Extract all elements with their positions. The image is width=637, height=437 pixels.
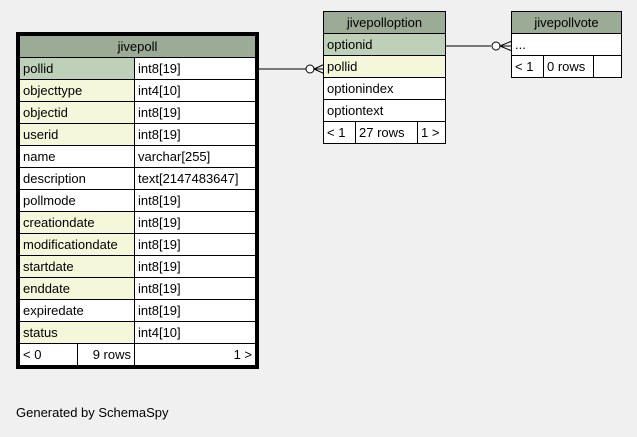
column-type: int8[19]: [134, 101, 256, 124]
column-type: int8[19]: [134, 277, 256, 300]
column-type: int4[10]: [134, 321, 256, 344]
table-title[interactable]: jivepollvote: [511, 11, 622, 34]
column-type: int8[19]: [134, 255, 256, 278]
column-name: objectid: [19, 101, 135, 124]
row-count: 27 rows: [355, 121, 418, 144]
column-type: text[2147483647]: [134, 167, 256, 190]
row-count: 0 rows: [543, 55, 594, 78]
column-name: expiredate: [19, 299, 135, 322]
column-name: description: [19, 167, 135, 190]
column-name: enddate: [19, 277, 135, 300]
column-name: optiontext: [323, 99, 446, 122]
column-name: optionid: [323, 33, 446, 56]
row-count: 9 rows: [77, 343, 135, 366]
column-row[interactable]: pollid: [323, 55, 446, 78]
link-cardinality-circle: [491, 41, 501, 51]
column-type: int8[19]: [134, 211, 256, 234]
children-count: 1 >: [134, 343, 256, 366]
table-jivepollvote[interactable]: jivepollvote ... < 1 0 rows: [511, 11, 622, 78]
column-name: modificationdate: [19, 233, 135, 256]
column-type: int8[19]: [134, 123, 256, 146]
column-name: creationdate: [19, 211, 135, 234]
parents-count: < 1: [323, 121, 356, 144]
column-row[interactable]: optionindex: [323, 77, 446, 100]
column-type: int8[19]: [134, 57, 256, 80]
column-type: varchar[255]: [134, 145, 256, 168]
column-name: ...: [511, 33, 622, 56]
column-name: startdate: [19, 255, 135, 278]
column-name: pollid: [323, 55, 446, 78]
parents-count: < 1: [511, 55, 544, 78]
column-row[interactable]: ...: [511, 33, 622, 56]
column-name: optionindex: [323, 77, 446, 100]
column-name: pollid: [19, 57, 135, 80]
parents-count: < 0: [19, 343, 78, 366]
column-name: name: [19, 145, 135, 168]
column-name: userid: [19, 123, 135, 146]
table-title[interactable]: jivepolloption: [323, 11, 446, 34]
column-row[interactable]: optiontext: [323, 99, 446, 122]
children-count: 1 >: [417, 121, 446, 144]
link-crowfoot: [499, 40, 513, 52]
column-type: int8[19]: [134, 189, 256, 212]
table-title[interactable]: jivepoll: [19, 35, 256, 58]
column-type: int8[19]: [134, 233, 256, 256]
column-type: int8[19]: [134, 299, 256, 322]
generated-by-caption: Generated by SchemaSpy: [16, 405, 169, 420]
column-type: int4[10]: [134, 79, 256, 102]
link-cardinality-circle: [305, 64, 315, 74]
column-name: status: [19, 321, 135, 344]
column-name: pollmode: [19, 189, 135, 212]
column-row[interactable]: optionid: [323, 33, 446, 56]
children-count: [593, 55, 622, 78]
column-name: objecttype: [19, 79, 135, 102]
